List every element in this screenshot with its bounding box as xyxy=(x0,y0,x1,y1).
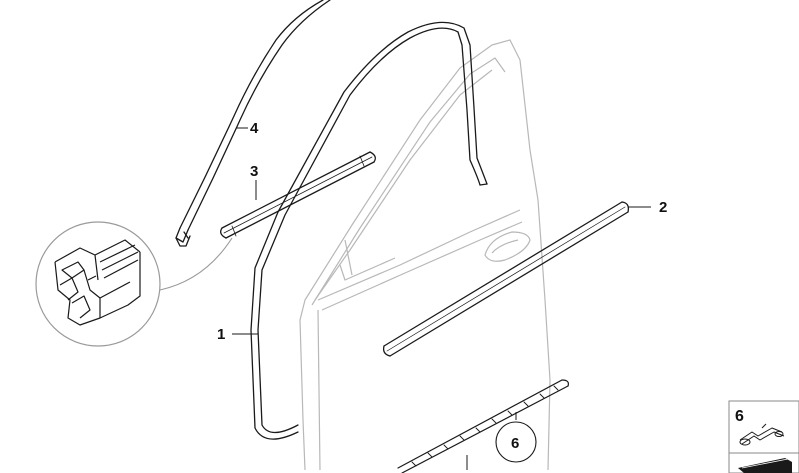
callout-6-label: 6 xyxy=(511,435,519,452)
callout-labels: 1 2 3 4 6 xyxy=(217,120,667,463)
callout-6-circle xyxy=(495,421,537,463)
door-seal-part-1 xyxy=(250,21,488,440)
callout-3-label: 3 xyxy=(250,163,258,180)
legend-part-number: 6 xyxy=(735,408,744,425)
moulding-part-2 xyxy=(382,201,630,357)
callout-2-label: 2 xyxy=(659,199,667,216)
callout-4-label: 4 xyxy=(250,120,259,137)
callout-leaders xyxy=(232,127,651,470)
frame-seal-part-4 xyxy=(175,0,331,247)
detail-magnifier xyxy=(35,221,233,347)
clip-icon xyxy=(739,423,785,446)
legend-box: 6 xyxy=(728,400,799,473)
sill-strip-part-6 xyxy=(397,379,569,473)
callout-1-label: 1 xyxy=(217,326,225,343)
door-body-outline xyxy=(299,39,551,471)
tape-piece-icon xyxy=(738,458,792,473)
seal-strip-part-3 xyxy=(220,151,376,239)
